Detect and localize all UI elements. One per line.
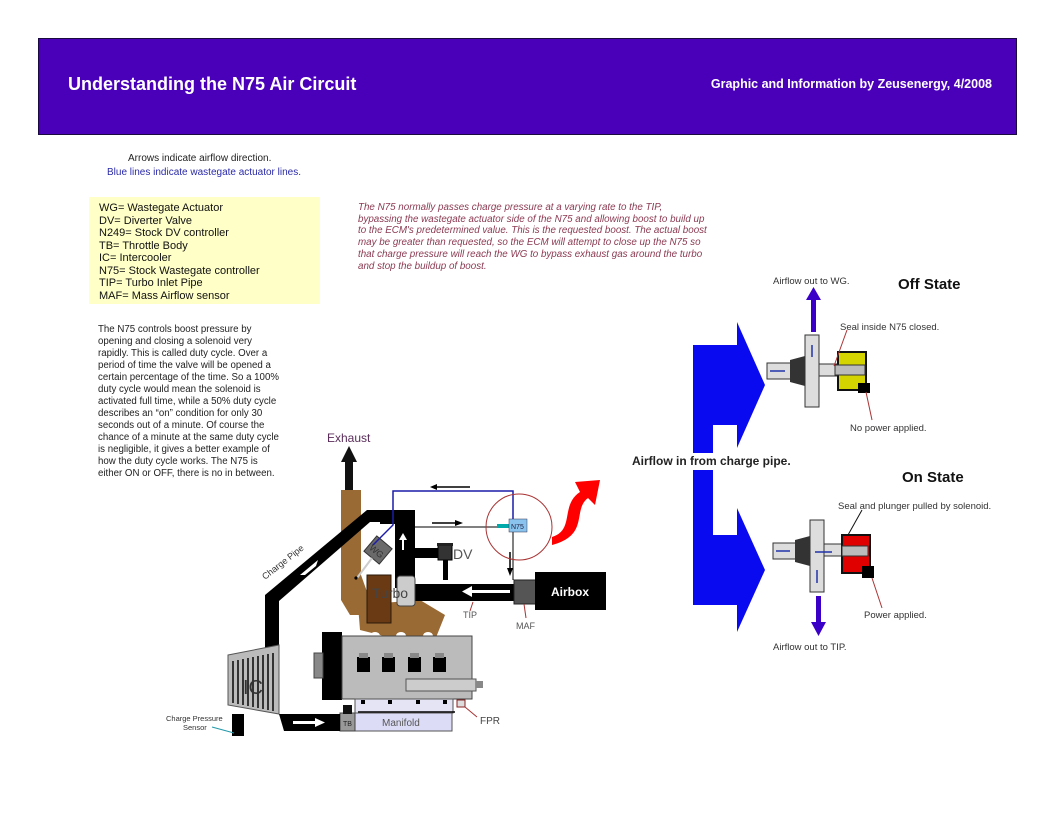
turbo-housing: [366, 574, 392, 624]
turbo-compressor: [396, 575, 416, 607]
wastegate-line: [372, 490, 514, 546]
n75-highlight-circle: [485, 493, 553, 561]
tip-label: TIP: [463, 610, 477, 620]
arrows-note: Arrows indicate airflow direction.: [128, 153, 272, 164]
maf-label: MAF: [516, 621, 536, 631]
on-out-label: Airflow out to TIP.: [773, 642, 847, 653]
ic-outlet-arrow-icon: [293, 718, 325, 727]
wg-outflow-arrow-icon: [806, 287, 821, 332]
n75-valve-off: [766, 334, 870, 408]
n75-to-tip-arrow-icon: [507, 552, 513, 576]
dv-label: DV: [453, 546, 473, 562]
charge-pipe: [265, 510, 415, 645]
on-power-label: Power applied.: [864, 610, 927, 621]
credit-line: Graphic and Information by Zeusenergy, 4…: [710, 77, 992, 91]
duty-cycle-explanation: The N75 controls boost pressure by openi…: [98, 324, 279, 479]
legend-item: N249= Stock DV controller: [99, 227, 229, 239]
turbo-label: Turbo: [372, 585, 408, 601]
airbox: [535, 572, 606, 610]
tip-arrow-icon: [462, 586, 510, 597]
legend-item: DV= Diverter Valve: [99, 214, 193, 227]
page-title: Understanding the N75 Air Circuit: [68, 74, 357, 94]
off-state-title: Off State: [898, 276, 961, 293]
exhaust-label: Exhaust: [327, 431, 371, 445]
manifold-label: Manifold: [382, 718, 420, 729]
tip-outflow-arrow-icon: [811, 596, 826, 636]
airbox-label: Airbox: [551, 585, 589, 599]
legend-item: IC= Intercooler: [99, 252, 172, 264]
legend-item: N75= Stock Wastegate controller: [99, 264, 260, 277]
inflow-arrow-on-icon: [693, 470, 765, 632]
exhaust-arrow-icon: [341, 446, 357, 492]
wastegate-actuator: [363, 535, 393, 565]
timing-pulley: [322, 632, 342, 700]
tb-label: TB: [343, 721, 352, 728]
charge-pressure-sensor: [232, 714, 244, 736]
legend-item: TB= Throttle Body: [99, 239, 188, 252]
charge-pressure-sensor-label-2: Sensor: [183, 723, 207, 732]
coil-packs: [357, 657, 446, 672]
fpr-label: FPR: [480, 716, 500, 727]
ic-label: IC: [243, 677, 263, 699]
intercooler-fins: [232, 653, 274, 711]
legend-item: WG= Wastegate Actuator: [99, 202, 224, 214]
charge-up-arrow-icon: [399, 533, 407, 550]
on-state-title: On State: [902, 469, 964, 486]
legend-item: MAF= Mass Airflow sensor: [99, 289, 230, 302]
inflow-arrow-off-icon: [693, 322, 765, 453]
inflow-label: Airflow in from charge pipe.: [632, 454, 791, 468]
wg-line-arrow-icon: [430, 484, 470, 490]
zoom-callout-arrow-icon: [552, 480, 600, 545]
legend-item: TIP= Turbo Inlet Pipe: [99, 277, 203, 289]
n75-feed-arrow-icon: [432, 520, 463, 526]
off-power-label: No power applied.: [850, 423, 927, 434]
abbreviation-legend: WG= Wastegate Actuator DV= Diverter Valv…: [89, 197, 320, 304]
n75-label: N75: [511, 524, 524, 531]
header-banner: Understanding the N75 Air Circuit Graphi…: [38, 38, 1017, 135]
n75-valve: [508, 518, 528, 533]
charge-pipe-arrow-icon: [300, 560, 318, 575]
off-seal-label: Seal inside N75 closed.: [840, 322, 939, 333]
n75-connector: [497, 524, 511, 528]
charge-pressure-sensor-label-1: Charge Pressure: [166, 714, 223, 723]
n75-valve-on: [772, 519, 874, 593]
n75-description: The N75 normally passes charge pressure …: [358, 202, 707, 272]
blue-lines-note: Blue lines indicate wastegate actuator l…: [107, 167, 302, 178]
on-seal-label: Seal and plunger pulled by solenoid.: [838, 501, 991, 512]
off-out-label: Airflow out to WG.: [773, 276, 850, 287]
